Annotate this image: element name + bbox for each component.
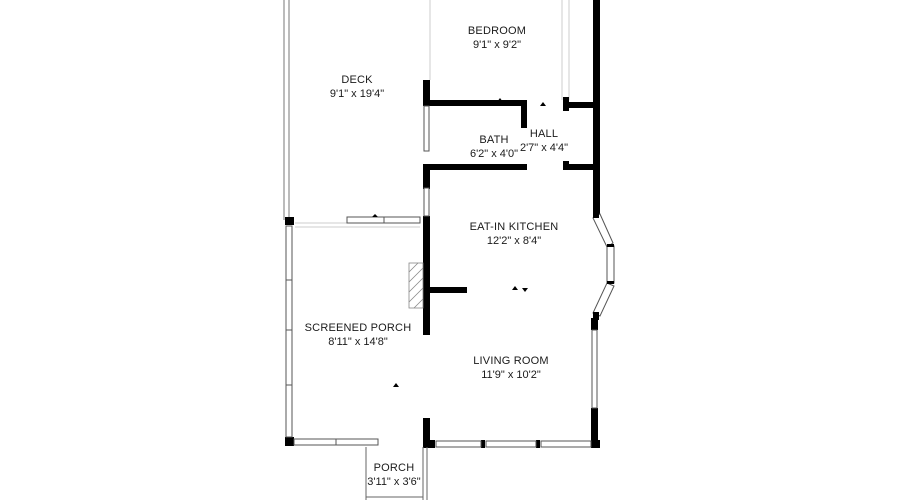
- room-name: SCREENED PORCH: [304, 322, 412, 334]
- room-name: DECK: [341, 74, 373, 86]
- room-label-deck: DECK 9'1" x 19'4": [330, 73, 384, 101]
- room-name: HALL: [529, 128, 559, 140]
- room-label-eat-in-kitchen: EAT-IN KITCHEN 12'2" x 8'4": [470, 220, 559, 248]
- room-dimensions: 8'11" x 14'8": [328, 336, 388, 348]
- room-label-hall: HALL 2'7" x 4'4": [520, 127, 568, 155]
- room-dimensions: 2'7" x 4'4": [519, 142, 569, 154]
- room-name: PORCH: [373, 462, 415, 474]
- room-dimensions: 12'2" x 8'4": [486, 235, 542, 247]
- porch-outline: [365, 447, 428, 500]
- room-label-bath: BATH 6'2" x 4'0": [470, 133, 518, 161]
- room-label-porch: PORCH 3'11" x 3'6": [367, 461, 420, 489]
- room-label-screened-porch: SCREENED PORCH 8'11" x 14'8": [305, 321, 412, 349]
- room-label-living-room: LIVING ROOM 11'9" x 10'2": [473, 354, 549, 382]
- room-name: EAT-IN KITCHEN: [469, 221, 559, 233]
- windows: [285, 105, 615, 448]
- room-dimensions: 11'9" x 10'2": [481, 369, 541, 381]
- room-dimensions: 6'2" x 4'0": [469, 148, 519, 160]
- deck-railing: [283, 0, 420, 228]
- room-dimensions: 9'1" x 19'4": [329, 88, 385, 100]
- room-name: BEDROOM: [467, 25, 527, 37]
- room-dimensions: 9'1" x 9'2": [472, 39, 522, 51]
- walls: [285, 0, 600, 448]
- room-label-bedroom: BEDROOM 9'1" x 9'2": [468, 24, 526, 52]
- dimension-markers: [372, 98, 546, 387]
- room-name: BATH: [479, 134, 509, 146]
- fireplace: [408, 262, 424, 309]
- room-dimensions: 3'11" x 3'6": [367, 476, 421, 488]
- room-name: LIVING ROOM: [473, 355, 549, 367]
